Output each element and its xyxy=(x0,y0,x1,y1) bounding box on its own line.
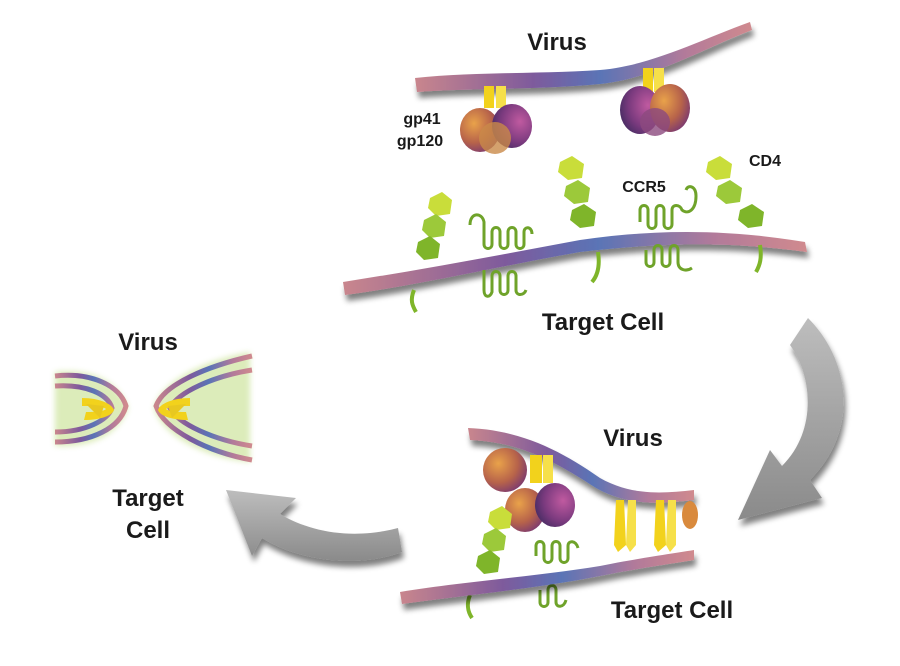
gp120-docked xyxy=(483,448,575,532)
top-target-cell-label: Target Cell xyxy=(542,309,664,336)
cd4-label: CD4 xyxy=(749,153,781,170)
gp41-fusion-peptides xyxy=(614,500,698,552)
left-cell-label-line2: Cell xyxy=(126,517,170,544)
virus-membrane-bottom xyxy=(468,428,694,503)
gp41-hairpin-right xyxy=(158,398,190,420)
ccr5-label: CCR5 xyxy=(622,179,666,196)
target-cell-membrane-bottom xyxy=(400,550,694,604)
gp120-label: gp120 xyxy=(397,133,443,150)
cd4-receptor-3 xyxy=(706,156,764,273)
bottom-virus-label: Virus xyxy=(603,425,663,452)
cd4-receptor-2 xyxy=(558,156,601,284)
arrow-step-1 xyxy=(738,318,844,520)
target-cell-membrane-top xyxy=(343,232,807,295)
ccr5-coreceptor-2 xyxy=(638,185,698,272)
ccr5-coreceptor-1 xyxy=(468,213,534,298)
gp41-gp120-complex-1 xyxy=(460,86,532,154)
gp41-label: gp41 xyxy=(403,111,440,128)
gp41-hairpin-left xyxy=(82,398,114,420)
gp41-gp120-complex-2 xyxy=(620,68,690,136)
bottom-target-cell-label: Target Cell xyxy=(611,597,733,624)
ccr5-coreceptor-bottom xyxy=(534,540,580,608)
cd4-receptor-bound xyxy=(465,506,512,620)
top-panel: Virus gp41 gp120 CCR5 CD4 Target Cell xyxy=(343,22,807,336)
top-virus-label: Virus xyxy=(527,29,587,56)
cd4-receptor-1 xyxy=(409,192,452,313)
left-cell-label-line1: Target xyxy=(112,485,184,512)
virus-membrane-top xyxy=(415,22,752,92)
bottom-right-panel: Virus Target Cell xyxy=(400,425,733,624)
arrow-step-2 xyxy=(226,490,402,561)
left-virus-label: Virus xyxy=(118,329,178,356)
left-panel: Virus Target Cell xyxy=(54,329,253,544)
